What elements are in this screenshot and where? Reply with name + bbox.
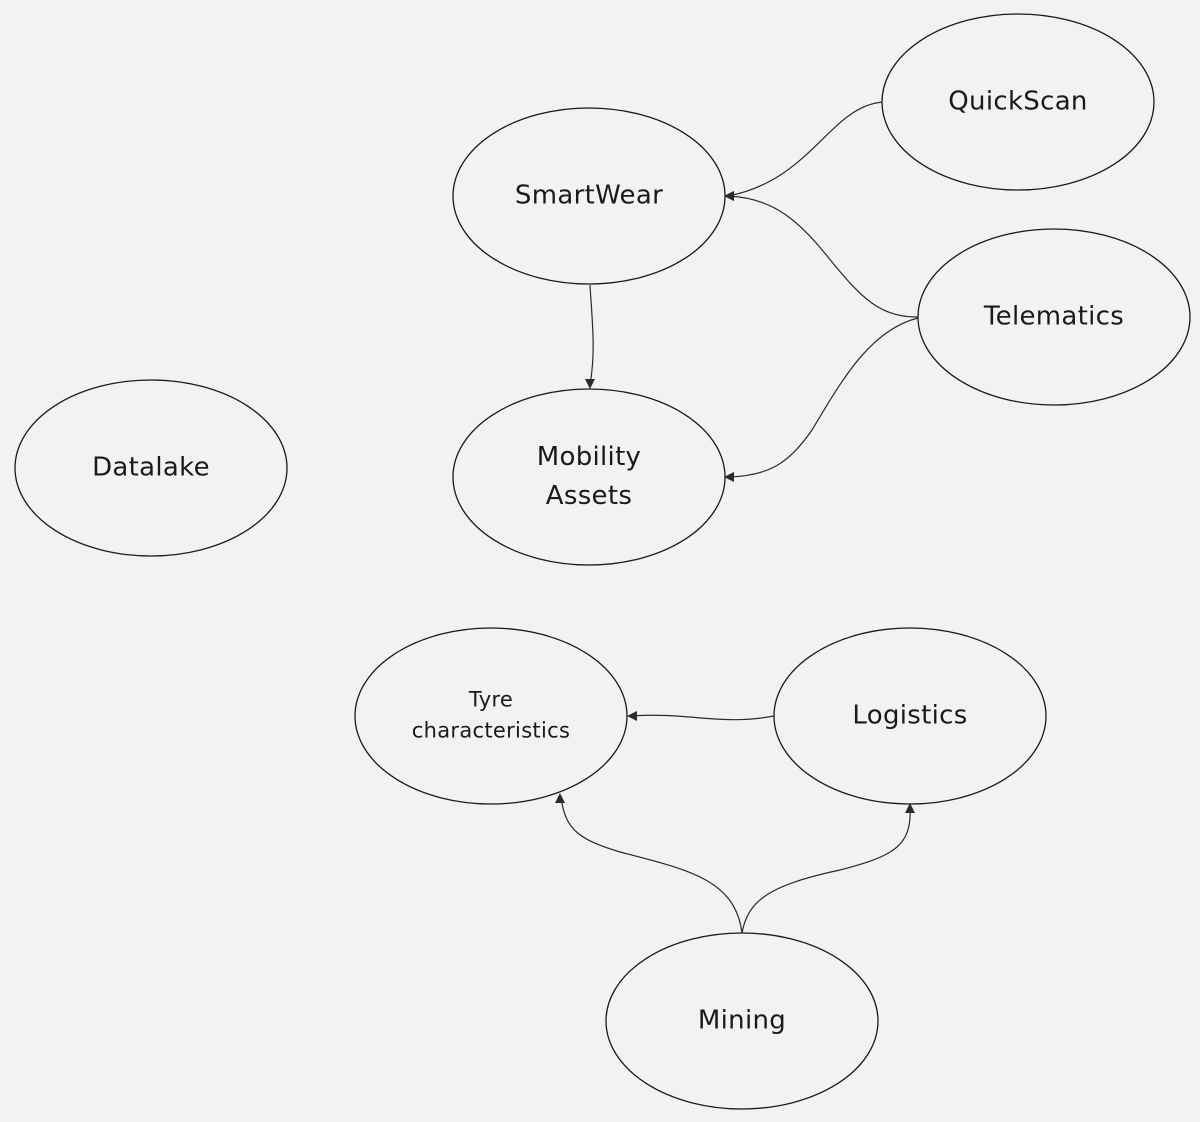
node-ellipse bbox=[605, 932, 879, 1110]
arrowhead-icon bbox=[724, 191, 734, 201]
node-tyre-characteristics[interactable]: Tyre characteristics bbox=[354, 627, 628, 805]
node-ellipse bbox=[452, 388, 726, 566]
node-ellipse bbox=[354, 627, 628, 805]
node-label: Mining bbox=[698, 1006, 786, 1036]
edge-telematics-to-mobility-assets bbox=[724, 317, 919, 482]
edges-layer bbox=[555, 101, 919, 934]
edge-smartwear-to-mobility-assets bbox=[585, 284, 595, 389]
node-label: Assets bbox=[546, 481, 632, 511]
arrowhead-icon bbox=[627, 711, 637, 721]
node-quickscan[interactable]: QuickScan bbox=[881, 13, 1155, 191]
connector-line bbox=[589, 284, 594, 386]
connector-line bbox=[727, 195, 919, 318]
edge-quickscan-to-smartwear bbox=[724, 101, 884, 201]
edge-mining-to-tyre-characteristics bbox=[555, 793, 743, 934]
node-ellipse bbox=[917, 228, 1191, 406]
node-ellipse bbox=[881, 13, 1155, 191]
connector-line bbox=[741, 806, 911, 934]
connector-line bbox=[727, 317, 919, 478]
arrowhead-icon bbox=[905, 803, 915, 813]
connector-line bbox=[560, 796, 743, 934]
node-label: QuickScan bbox=[948, 87, 1087, 117]
node-label: Mobility bbox=[537, 442, 642, 472]
edge-telematics-to-smartwear bbox=[724, 191, 919, 318]
node-mining[interactable]: Mining bbox=[605, 932, 879, 1110]
node-telematics[interactable]: Telematics bbox=[917, 228, 1191, 406]
node-label: Telematics bbox=[983, 302, 1124, 332]
connector-line bbox=[727, 101, 884, 197]
node-label: Datalake bbox=[92, 453, 210, 483]
node-label: Logistics bbox=[852, 701, 967, 731]
edge-mining-to-logistics bbox=[741, 803, 915, 934]
node-smartwear[interactable]: SmartWear bbox=[452, 107, 726, 285]
node-label: Tyre bbox=[468, 688, 513, 712]
node-datalake[interactable]: Datalake bbox=[14, 379, 288, 557]
node-label: characteristics bbox=[412, 719, 570, 743]
node-ellipse bbox=[14, 379, 288, 557]
arrowhead-icon bbox=[555, 793, 565, 803]
arrowhead-icon bbox=[585, 379, 595, 389]
node-label: SmartWear bbox=[515, 181, 663, 211]
node-ellipse bbox=[773, 627, 1047, 805]
connector-line bbox=[630, 714, 775, 721]
edge-logistics-to-tyre-characteristics bbox=[627, 711, 775, 721]
arrowhead-icon bbox=[724, 472, 734, 482]
node-logistics[interactable]: Logistics bbox=[773, 627, 1047, 805]
node-ellipse bbox=[452, 107, 726, 285]
